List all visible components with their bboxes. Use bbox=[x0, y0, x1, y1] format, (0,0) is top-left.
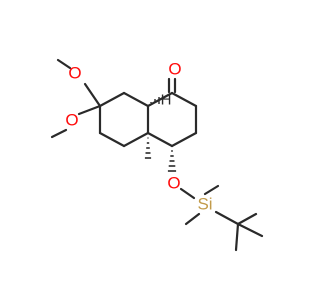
bond-c4-c4a bbox=[146, 131, 174, 148]
atom-o-silyl-ether: O bbox=[167, 174, 180, 193]
bond-si-me-bottom bbox=[184, 212, 201, 226]
bond-tbu-me2 bbox=[236, 222, 264, 238]
bond-si-me-top bbox=[203, 184, 220, 196]
hashed-bond-methyl bbox=[144, 137, 152, 159]
bond-c8a-c8 bbox=[122, 91, 150, 108]
bond-si-tbu bbox=[214, 210, 240, 226]
bond-tbu-me3 bbox=[234, 222, 240, 252]
hashed-bond-c4-o bbox=[167, 150, 177, 172]
bond-o-si bbox=[179, 187, 196, 200]
atom-h-stereo: H bbox=[161, 92, 172, 109]
hashed-bond-h bbox=[150, 97, 160, 104]
bond-c8a-c1 bbox=[146, 91, 174, 108]
atom-si: Si bbox=[197, 195, 212, 214]
bond-tbu-me1 bbox=[236, 212, 258, 226]
bond-c1-c2 bbox=[170, 91, 198, 108]
bond-c8-c7 bbox=[98, 91, 126, 108]
molecule-diagram: O O O O Si H bbox=[50, 58, 264, 252]
bond-o2-me bbox=[50, 128, 68, 139]
atom-o-methoxy-2: O bbox=[65, 111, 78, 130]
structure-svg: O O O O Si H bbox=[50, 58, 264, 252]
bond-c7-o2 bbox=[77, 104, 102, 116]
bond-c3-c4 bbox=[170, 131, 198, 148]
atom-o-ketone: O bbox=[168, 60, 181, 79]
bond-o1-me bbox=[56, 58, 72, 70]
bond-c6-c5 bbox=[98, 131, 126, 148]
bond-c7-o1 bbox=[83, 82, 102, 108]
atom-o-methoxy-1: O bbox=[68, 64, 81, 83]
bond-c5-c4a bbox=[122, 131, 150, 148]
